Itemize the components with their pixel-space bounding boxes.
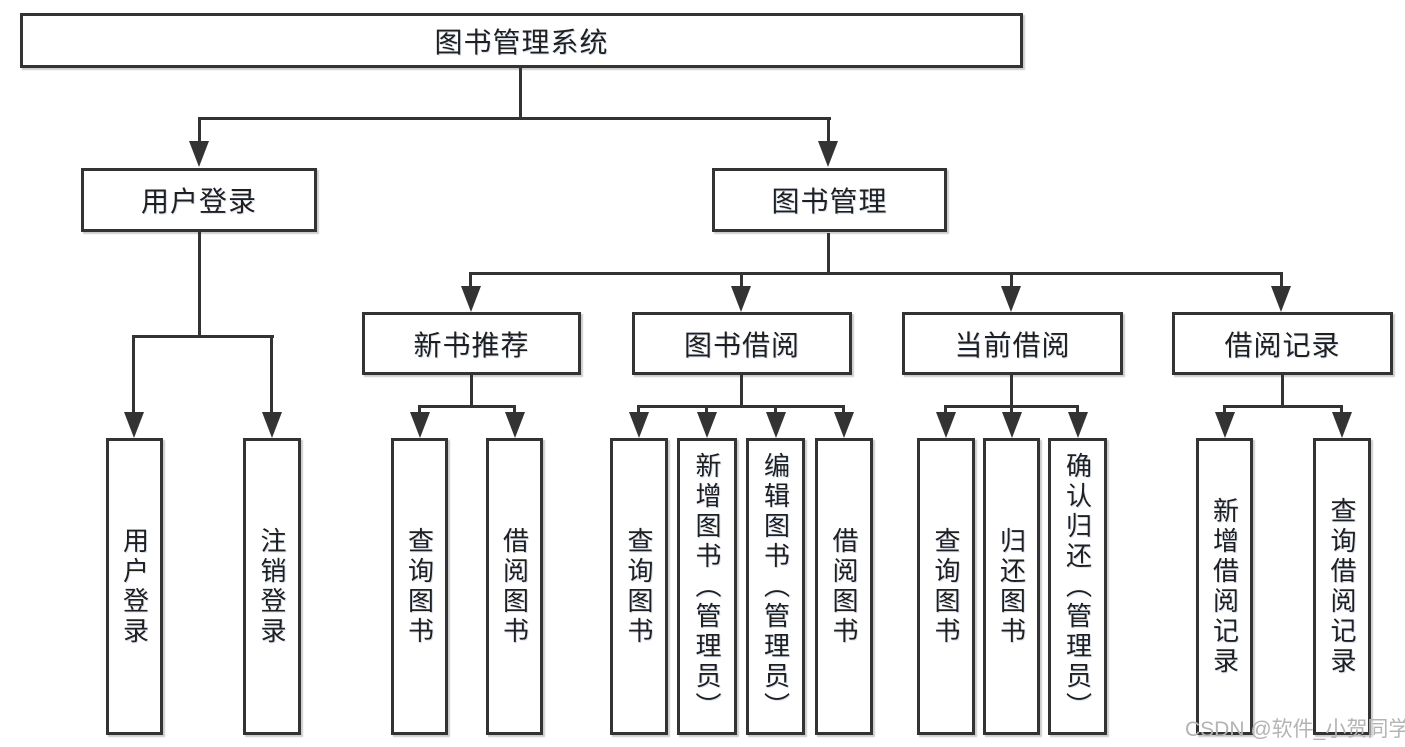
arrow-down-icon xyxy=(936,412,956,438)
leaf-add-books-admin: 新增图书（管理员） xyxy=(677,438,737,735)
arrow-down-icon xyxy=(124,412,144,438)
arrow-down-icon xyxy=(818,141,838,167)
arrow-down-icon xyxy=(410,412,430,438)
arrow-down-icon xyxy=(1332,412,1352,438)
connector-line xyxy=(637,405,845,408)
arrow-down-icon xyxy=(1002,412,1022,438)
connector-line xyxy=(705,405,708,415)
csdn-watermark: CSDN @软件_小贺同学 xyxy=(1185,718,1405,741)
connector-line xyxy=(1010,375,1013,408)
arrow-down-icon xyxy=(697,412,717,438)
leaf-confirm-return-admin: 确认归还（管理员） xyxy=(1048,438,1107,735)
arrow-down-icon xyxy=(1001,286,1021,312)
node-current-borrowing: 当前借阅 xyxy=(902,312,1123,375)
connector-line xyxy=(1223,405,1226,415)
connector-line xyxy=(1281,375,1284,408)
node-book-borrowing: 图书借阅 xyxy=(632,312,852,375)
arrow-down-icon xyxy=(461,286,481,312)
connector-line xyxy=(1076,405,1079,415)
connector-line xyxy=(519,68,522,120)
node-borrowing-records: 借阅记录 xyxy=(1172,312,1393,375)
arrow-down-icon xyxy=(262,412,282,438)
connector-line xyxy=(1223,405,1343,408)
arrow-down-icon xyxy=(731,286,751,312)
node-new-book-recommendation: 新书推荐 xyxy=(362,312,581,375)
connector-line xyxy=(198,117,201,143)
connector-line xyxy=(944,405,947,415)
connector-line xyxy=(469,272,472,288)
connector-line xyxy=(827,233,830,275)
leaf-borrow-books-borrow: 借阅图书 xyxy=(815,438,873,735)
arrow-down-icon xyxy=(1068,412,1088,438)
connector-line xyxy=(418,405,421,415)
connector-line xyxy=(133,335,274,338)
node-library-system: 图书管理系统 xyxy=(20,13,1023,68)
arrow-down-icon xyxy=(1271,286,1291,312)
leaf-edit-books-admin: 编辑图书（管理员） xyxy=(746,438,805,735)
leaf-query-borrow-record: 查询借阅记录 xyxy=(1313,438,1371,735)
leaf-return-books: 归还图书 xyxy=(983,438,1040,735)
connector-line xyxy=(1010,272,1013,288)
connector-line xyxy=(132,335,135,413)
connector-line xyxy=(740,272,743,288)
leaf-query-books-newbook: 查询图书 xyxy=(391,438,448,735)
connector-line xyxy=(1340,405,1343,415)
arrow-down-icon xyxy=(1215,412,1235,438)
arrow-down-icon xyxy=(766,412,786,438)
connector-line xyxy=(513,405,516,415)
connector-line xyxy=(827,117,830,143)
connector-line xyxy=(1010,405,1013,415)
node-book-management: 图书管理 xyxy=(712,168,947,232)
leaf-borrow-books-newbook: 借阅图书 xyxy=(486,438,543,735)
connector-line xyxy=(774,405,777,415)
leaf-add-borrow-record: 新增借阅记录 xyxy=(1196,438,1253,735)
arrow-down-icon xyxy=(629,412,649,438)
connector-line xyxy=(270,335,273,413)
node-user-login: 用户登录 xyxy=(81,168,317,232)
arrow-down-icon xyxy=(834,412,854,438)
leaf-logout-login: 注销登录 xyxy=(243,438,301,735)
leaf-query-books-current: 查询图书 xyxy=(917,438,975,735)
leaf-query-books-borrow: 查询图书 xyxy=(610,438,668,735)
connector-line xyxy=(637,405,640,415)
connector-line xyxy=(1280,272,1283,288)
connector-line xyxy=(418,405,516,408)
connector-line xyxy=(470,375,473,408)
arrow-down-icon xyxy=(189,141,209,167)
connector-line xyxy=(198,117,831,120)
arrow-down-icon xyxy=(505,412,525,438)
connector-line xyxy=(842,405,845,415)
leaf-user-login: 用户登录 xyxy=(106,438,163,735)
connector-line xyxy=(469,272,1283,275)
connector-line xyxy=(198,232,201,338)
connector-line xyxy=(740,375,743,408)
